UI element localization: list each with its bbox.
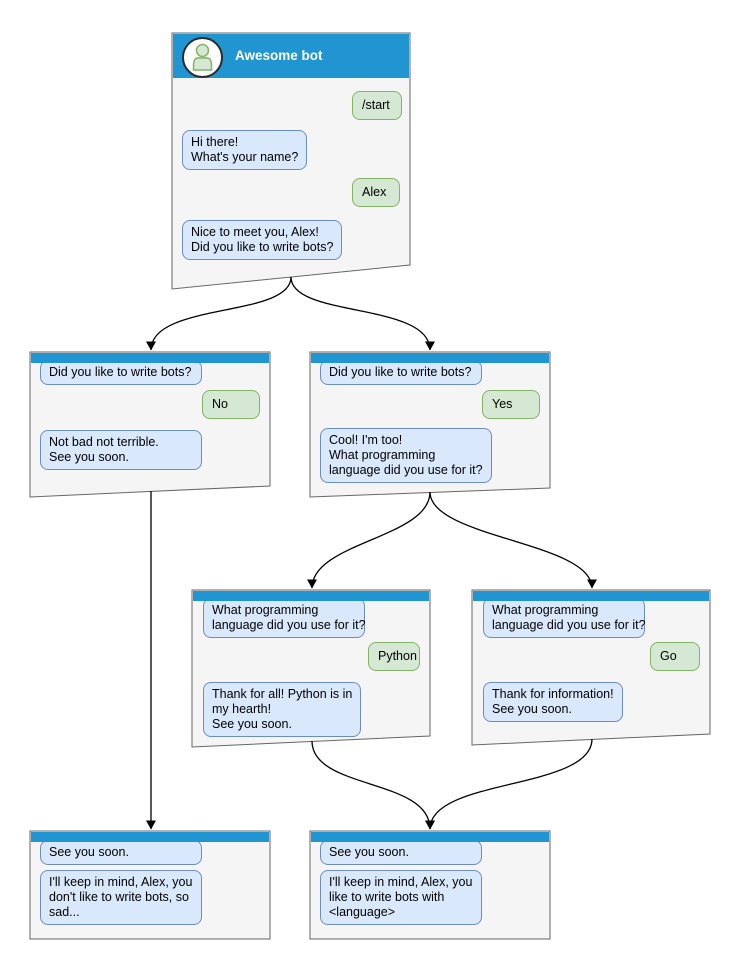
edge-python-to-end bbox=[311, 740, 435, 830]
bot-message-bubble: Thank for information! See you soon. bbox=[483, 682, 623, 722]
user-message-bubble: /start bbox=[352, 91, 402, 120]
bot-message-bubble: See you soon. bbox=[320, 840, 482, 865]
bot-name-label: Awesome bot bbox=[235, 48, 323, 63]
chat-header-strip bbox=[311, 353, 549, 363]
bot-avatar bbox=[182, 37, 223, 78]
chat-window-end-yes: See you soon. I'll keep in mind, Alex, y… bbox=[310, 831, 550, 939]
chat-header: Awesome bot bbox=[173, 34, 409, 78]
edge-yes-to-go bbox=[429, 491, 597, 589]
user-message-bubble: Alex bbox=[352, 178, 400, 207]
chat-header-strip bbox=[193, 591, 429, 601]
user-message-bubble: Go bbox=[650, 642, 700, 671]
chat-window-end-no: See you soon. I'll keep in mind, Alex, y… bbox=[30, 831, 270, 939]
bot-message-bubble: Cool! I'm too! What programming language… bbox=[320, 428, 492, 483]
chat-header-strip bbox=[311, 832, 549, 842]
chat-window-start: Awesome bot /start Hi there! What's your… bbox=[172, 33, 410, 289]
chat-header-strip bbox=[31, 832, 269, 842]
bot-message-bubble: Hi there! What's your name? bbox=[182, 130, 308, 170]
edge-start-to-yes bbox=[290, 276, 435, 351]
chat-window-yes-branch: Did you like to write bots? Yes Cool! I'… bbox=[310, 352, 550, 497]
bot-message-bubble: What programming language did you use fo… bbox=[483, 598, 646, 638]
user-message-bubble: No bbox=[202, 390, 260, 419]
bot-message-bubble: See you soon. bbox=[40, 840, 202, 865]
chat-window-no-branch: Did you like to write bots? No Not bad n… bbox=[30, 352, 270, 497]
user-message-bubble: Python bbox=[368, 642, 420, 671]
user-message-bubble: Yes bbox=[482, 390, 540, 419]
user-avatar-icon bbox=[192, 43, 213, 71]
bot-message-bubble: What programming language did you use fo… bbox=[203, 598, 366, 638]
edge-start-to-no bbox=[146, 276, 292, 351]
bot-message-bubble: I'll keep in mind, Alex, you don't like … bbox=[40, 870, 202, 925]
bot-message-bubble: Did you like to write bots? bbox=[320, 360, 482, 385]
chat-header-strip bbox=[473, 591, 709, 601]
bot-message-bubble: Thank for all! Python is in my hearth! S… bbox=[203, 682, 362, 737]
chat-header-strip bbox=[31, 353, 269, 363]
bot-message-bubble: Nice to meet you, Alex! Did you like to … bbox=[182, 220, 343, 260]
bot-message-bubble: Did you like to write bots? bbox=[40, 360, 202, 385]
bot-message-bubble: I'll keep in mind, Alex, you like to wri… bbox=[320, 870, 482, 925]
chat-window-go-branch: What programming language did you use fo… bbox=[472, 590, 710, 745]
bot-message-bubble: Not bad not terrible. See you soon. bbox=[40, 430, 202, 470]
edge-yes-to-python bbox=[307, 491, 431, 589]
chat-window-python-branch: What programming language did you use fo… bbox=[192, 590, 430, 747]
edge-go-to-end bbox=[425, 738, 593, 830]
